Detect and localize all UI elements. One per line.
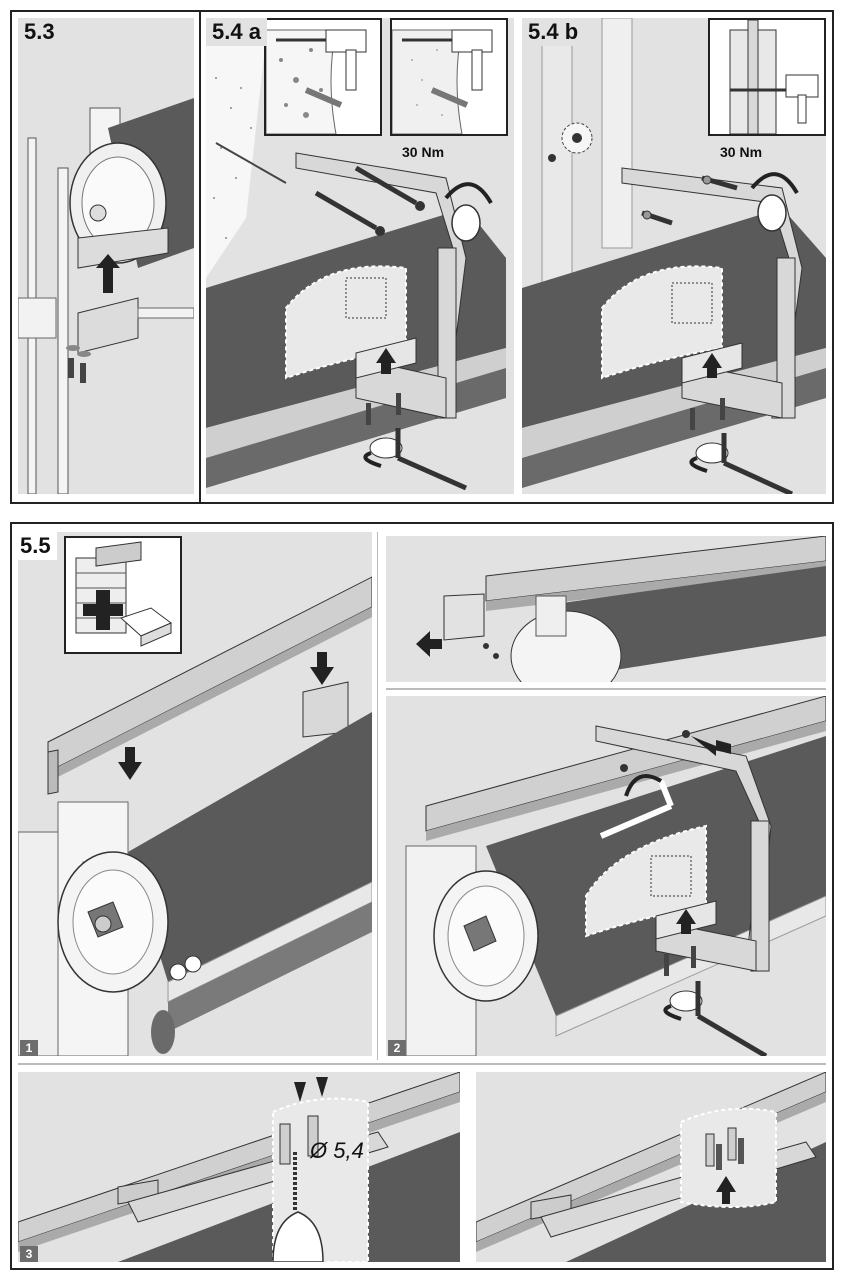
inset-drill-steel — [708, 18, 826, 136]
step-label-5-4b: 5.4 b — [522, 18, 585, 46]
diameter-label: Ø 5,4 — [310, 1138, 364, 1163]
panel-5-5-step-1 — [18, 532, 372, 1056]
illustration-5-5-step-3-screws — [476, 1072, 826, 1262]
illustration-5-5-step-2 — [405, 696, 826, 1056]
illustration-5-5-step-3-drill — [18, 1072, 460, 1262]
illustration-5-5-step-1 — [18, 576, 372, 1056]
inset-drill-concrete — [264, 18, 382, 136]
illustration-5-4a — [206, 38, 506, 491]
step-label-5-4a: 5.4 a — [206, 18, 267, 46]
panel-5-4b — [522, 18, 826, 494]
panel-5-3 — [18, 18, 194, 494]
panel-5-5-plate — [386, 536, 826, 682]
sub-step-badge-1: 1 — [20, 1040, 38, 1056]
step-label-5-5: 5.5 — [14, 532, 57, 560]
illustration-5-5-plate — [416, 536, 826, 682]
step-label-5-3: 5.3 — [18, 18, 61, 46]
panel-5-4a — [206, 18, 514, 494]
torque-label-5-4a: 30 Nm — [400, 144, 447, 160]
bottom-divider-h1 — [386, 688, 826, 690]
bottom-divider-v — [377, 532, 378, 1060]
illustration-5-4b — [522, 18, 826, 494]
inset-accessory-kit — [64, 536, 182, 654]
illustration-5-3 — [18, 98, 194, 494]
sub-step-badge-3: 3 — [20, 1246, 38, 1262]
inset-drill-brick — [390, 18, 508, 136]
panel-5-5-step-2 — [386, 696, 826, 1056]
sub-step-badge-2: 2 — [388, 1040, 406, 1056]
top-divider — [199, 11, 201, 503]
torque-label-5-4b: 30 Nm — [718, 144, 765, 160]
bottom-divider-h2 — [18, 1063, 826, 1065]
panel-5-5-step-3-screws — [476, 1072, 826, 1262]
panel-5-5-step-3-drill — [18, 1072, 460, 1262]
